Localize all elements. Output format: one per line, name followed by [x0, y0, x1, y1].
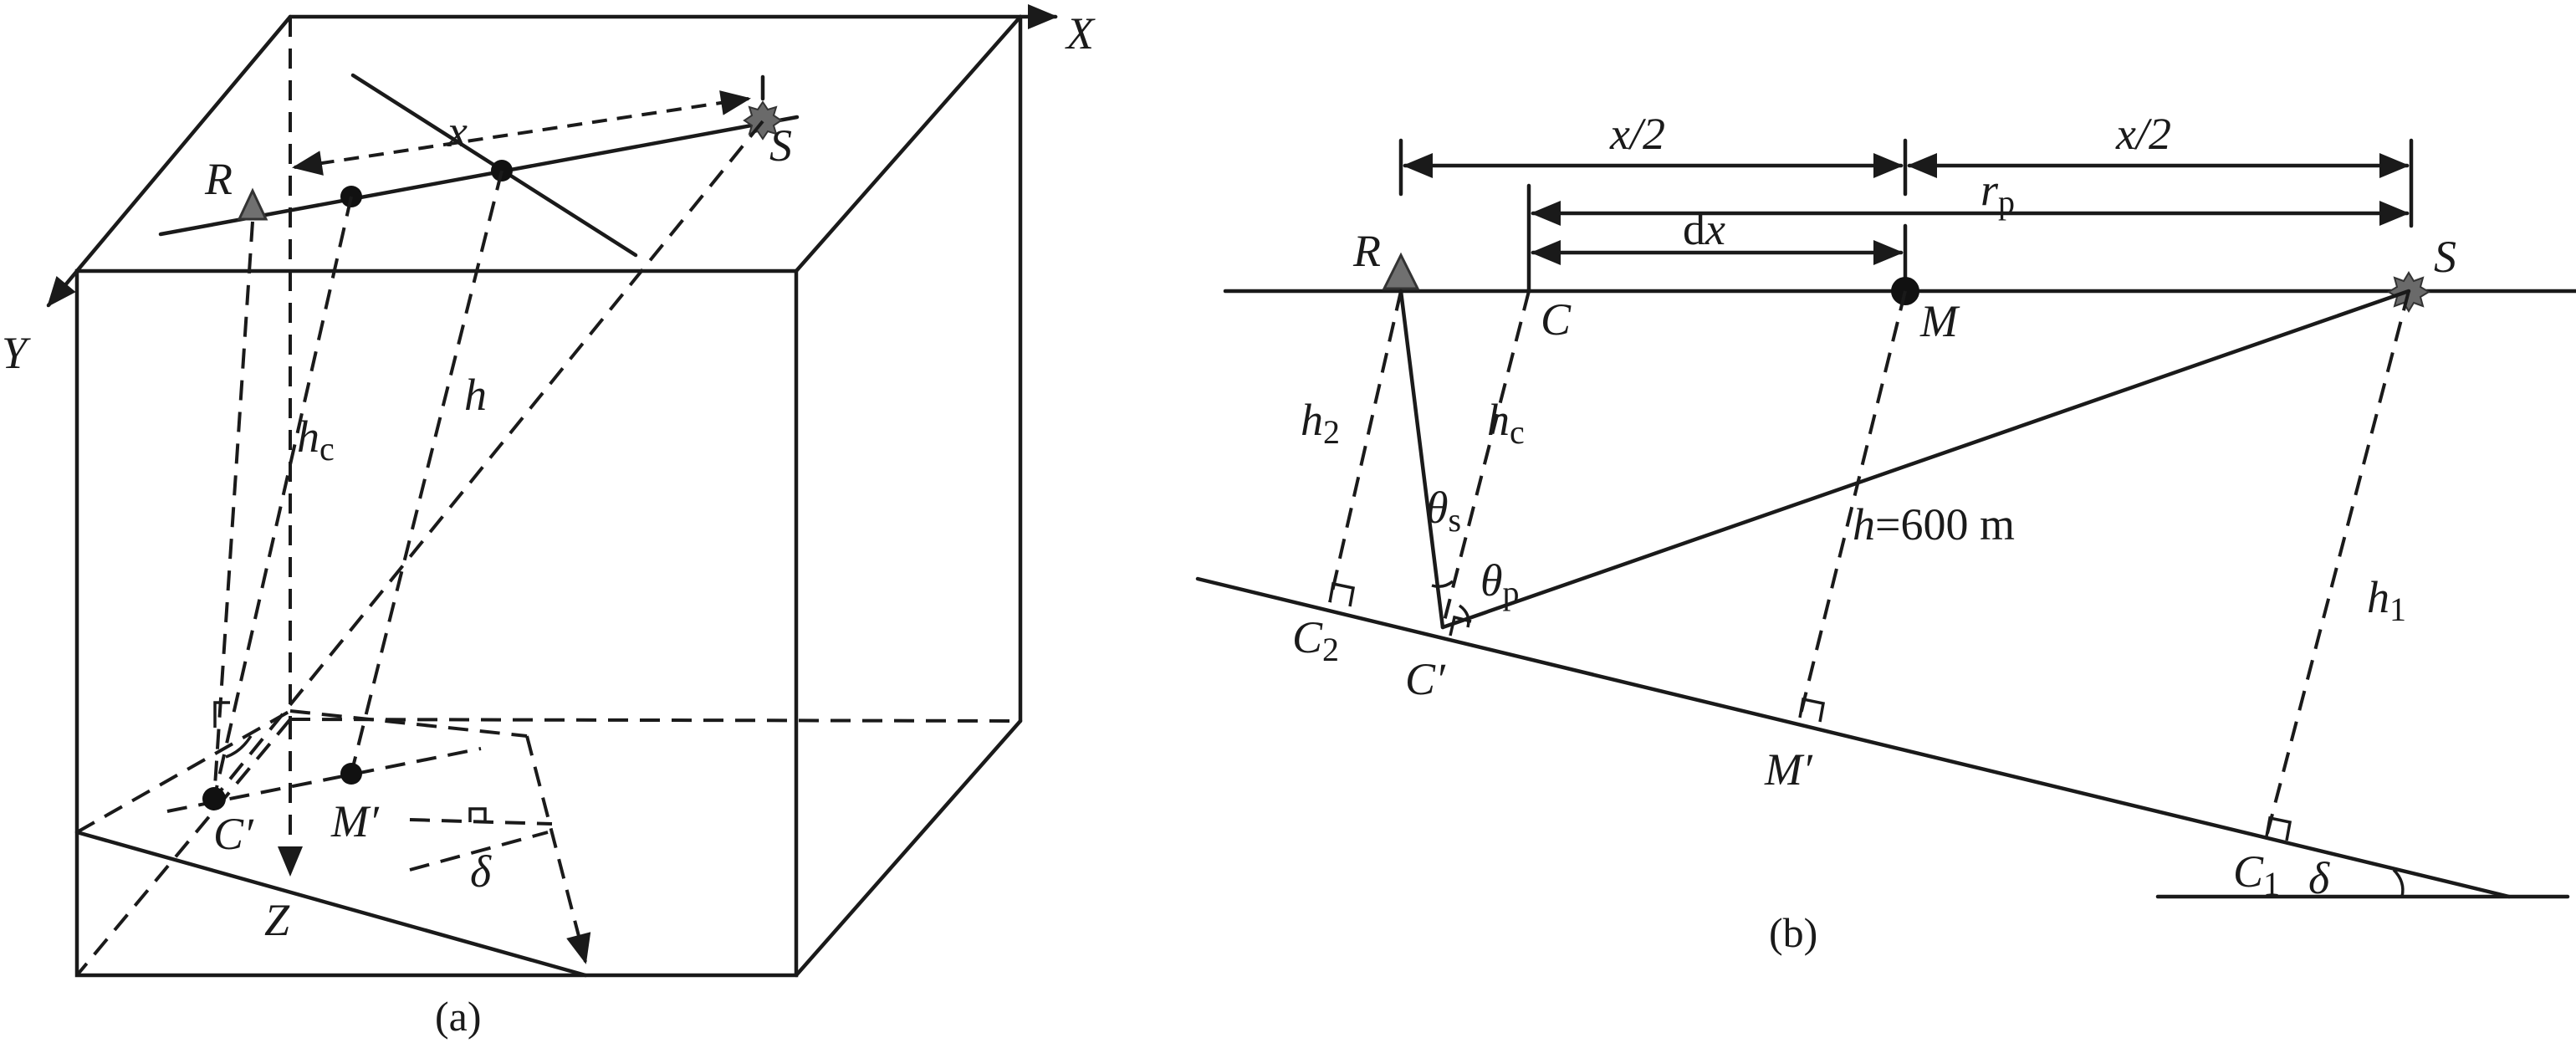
receiver-icon [237, 187, 268, 221]
source-label-a: S [769, 120, 792, 171]
incident-ray-receiver [1398, 289, 1445, 630]
cube-front-face [74, 268, 799, 978]
cube-edge-top-right [794, 14, 1023, 274]
dx-label: dx [1683, 204, 1725, 254]
right-angle-c-prime [1449, 615, 1472, 637]
right-angle-m-prime [1798, 697, 1826, 723]
cube-edge-top-left [74, 14, 293, 274]
normal-hc [1441, 290, 1531, 628]
y-axis-arrow [46, 268, 79, 308]
h2-label: h2 [1301, 395, 1340, 451]
dip-angle-arc [2392, 868, 2405, 897]
panel-b-caption: (b) [1769, 909, 1817, 956]
y-axis-label: Y [2, 328, 31, 378]
dimension-ticks [1398, 138, 2414, 294]
normal-h [1798, 290, 1907, 718]
m-prime-point-a [340, 763, 362, 785]
half-offset-right-label: x/2 [2115, 109, 2171, 159]
m-label-b: M [1919, 296, 1960, 346]
c-prime-label-b: C′ [1405, 654, 1446, 704]
delta-label-b: δ [2308, 853, 2330, 903]
source-icon [743, 100, 783, 141]
reflector-trace-a [74, 830, 588, 978]
m-prime-label-b: M′ [1764, 744, 1813, 795]
h-label-a: h [464, 370, 487, 420]
theta-s-arc [1431, 580, 1454, 588]
incident-ray-source [1440, 289, 2411, 630]
cube-frame [74, 14, 1023, 978]
c2-label: C2 [1292, 612, 1339, 668]
hc-label-b: hc [1487, 395, 1525, 451]
offset-x-arrow [292, 90, 751, 176]
h1-label: h1 [2367, 572, 2406, 628]
hc-label-a: hc [297, 412, 335, 468]
axes: X Y Z [2, 4, 1096, 945]
hidden-edge-back-bottom [289, 718, 1021, 723]
z-axis-label: Z [264, 895, 290, 945]
reflector-plane-dashes [76, 701, 591, 964]
dip-arrow [525, 735, 591, 964]
normal-h1 [2265, 290, 2410, 837]
receiver-label-a: R [204, 154, 233, 204]
receiver-ray [212, 221, 254, 800]
reflector-line-b [1195, 576, 2512, 899]
h-ray [350, 170, 503, 775]
receiver-label-b: R [1352, 226, 1381, 276]
c-label-b: C [1541, 294, 1572, 345]
half-offset-left-label: x/2 [1609, 109, 1665, 159]
reflector-line [166, 747, 482, 813]
delta-label-a: δ [470, 846, 492, 897]
m-prime-label-a: M′ [330, 796, 380, 846]
theta-s-label: θs [1426, 483, 1461, 539]
hidden-edge-left-bottom [75, 718, 292, 977]
source-label-b: S [2434, 232, 2456, 282]
offset-x-label: x [447, 106, 468, 156]
theta-p-label: θp [1480, 555, 1520, 611]
x-axis-label: X [1065, 8, 1096, 59]
receiver-icon-b [1382, 252, 1420, 290]
c-prime-label-a: C′ [213, 809, 254, 859]
c1-label: C1 [2233, 846, 2280, 902]
cube-edge-bottom-right [794, 718, 1023, 978]
theta-p-arc [1458, 604, 1470, 628]
panel-a: X Y Z x R S hc h [2, 4, 1096, 1040]
cube-hidden-edges [75, 17, 1021, 977]
rp-label: rp [1981, 165, 2015, 221]
source-ray [212, 120, 764, 800]
hc-ray [212, 196, 353, 800]
panel-b: δ x/2 x/2 rp dx R C M S [1195, 109, 2576, 956]
right-angle-c1 [2265, 815, 2292, 841]
h-value-label: h=600 m [1853, 499, 2015, 550]
panel-a-caption: (a) [435, 993, 482, 1040]
c-prime-point-a [202, 787, 226, 810]
normal-h2 [1328, 290, 1403, 603]
right-angle-c2 [1328, 581, 1356, 607]
